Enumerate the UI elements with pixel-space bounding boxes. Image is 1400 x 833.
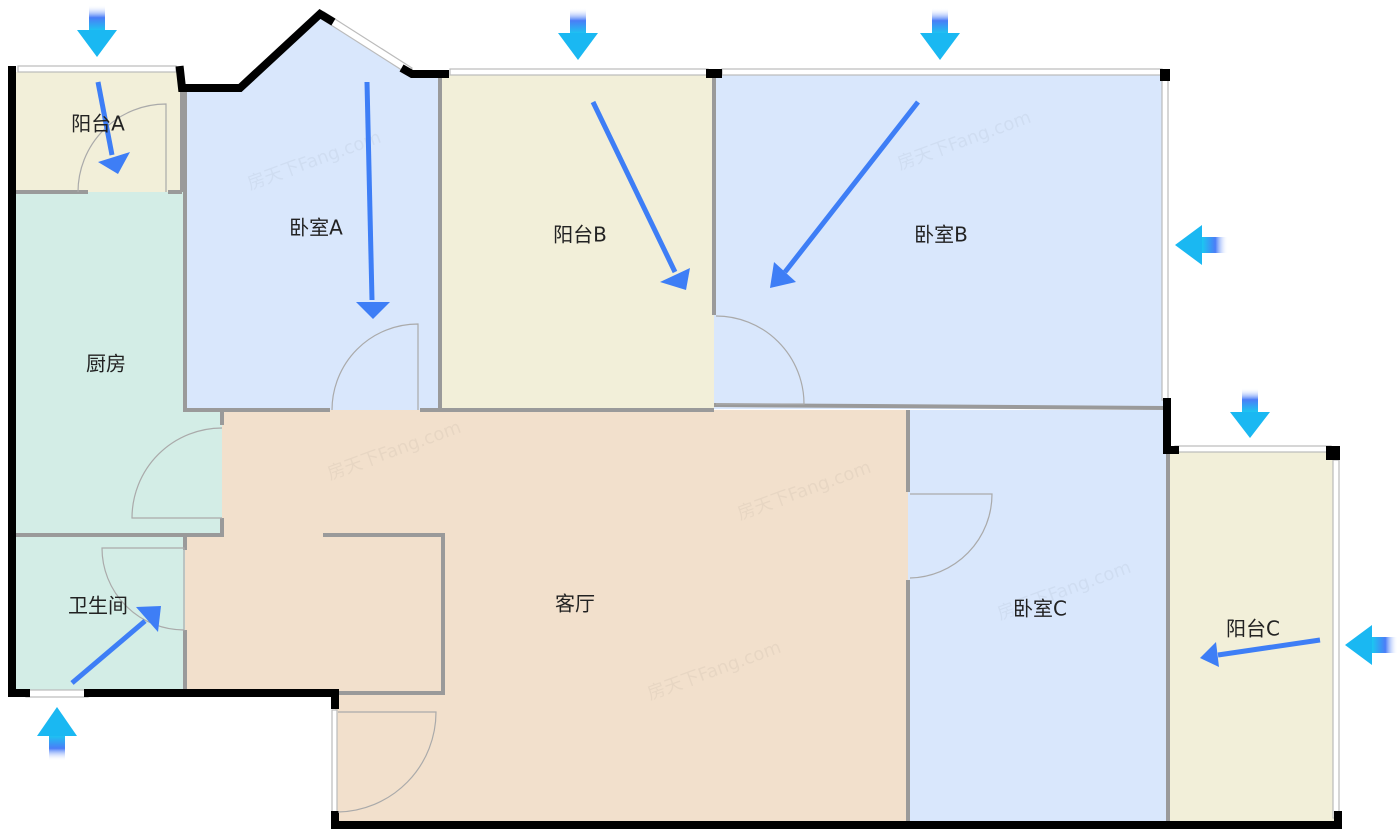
- arrow-icon: [1200, 637, 1321, 667]
- label-bathroom: 卫生间: [68, 594, 128, 618]
- room-balcony-c: [1168, 452, 1338, 822]
- room-bedroom-b: [714, 75, 1167, 409]
- arrow-icon: [356, 81, 390, 319]
- room-bedroom-a: [185, 15, 440, 410]
- exterior-walls: [8, 9, 1342, 829]
- arrow-icon: [770, 100, 920, 288]
- arrow-down-icon: [558, 8, 598, 60]
- room-balcony-a: [12, 72, 182, 192]
- outside-arrows: [37, 5, 1398, 761]
- label-bedroom-a: 卧室A: [289, 216, 343, 240]
- arrow-icon: [70, 606, 161, 685]
- label-kitchen: 厨房: [86, 352, 126, 376]
- arrow-icon: [95, 81, 130, 174]
- room-balcony-b: [442, 75, 714, 410]
- airflow-arrows: [70, 81, 1321, 685]
- label-bedroom-b: 卧室B: [914, 223, 968, 247]
- label-living-room: 客厅: [555, 592, 595, 616]
- room-living: [185, 410, 908, 822]
- arrow-down-icon: [77, 5, 117, 57]
- arrow-up-icon: [37, 707, 77, 761]
- label-balcony-b: 阳台B: [553, 223, 607, 247]
- arrow-down-icon: [920, 8, 960, 60]
- label-bedroom-c: 卧室C: [1013, 597, 1067, 621]
- interior-walls: [12, 75, 1170, 822]
- arrow-left-icon: [1345, 625, 1398, 665]
- label-balcony-a: 阳台A: [71, 112, 125, 136]
- arrow-left-icon: [1175, 225, 1228, 265]
- room-bedroom-c: [908, 410, 1167, 822]
- windows: [17, 11, 1340, 819]
- arrow-icon: [590, 100, 690, 290]
- arrow-down-icon: [1230, 388, 1270, 438]
- label-balcony-c: 阳台C: [1226, 617, 1280, 641]
